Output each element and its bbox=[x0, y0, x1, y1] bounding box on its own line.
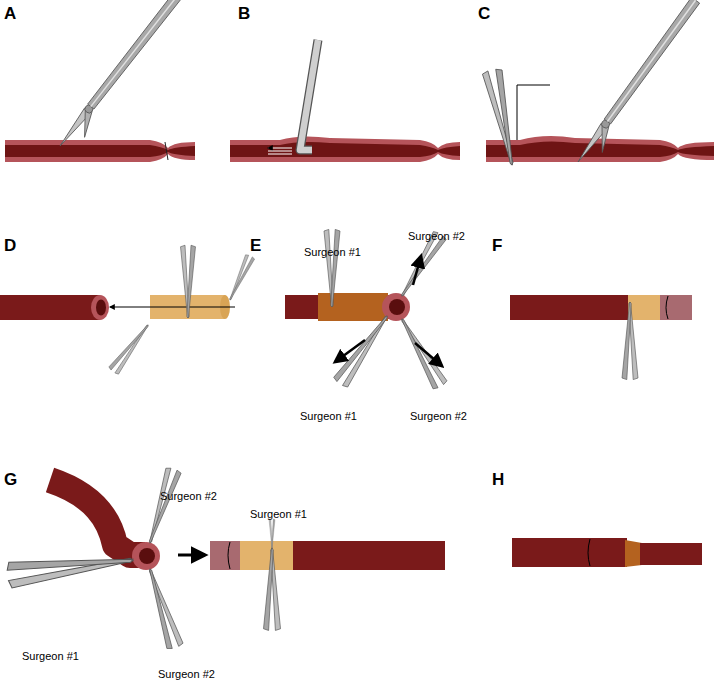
panel-letter: F bbox=[492, 236, 502, 256]
surgeon-label: Surgeon #2 bbox=[160, 490, 217, 502]
panel-letter: C bbox=[478, 4, 490, 24]
surgeon-label: Surgeon #2 bbox=[408, 230, 465, 242]
surgeon-label: Surgeon #1 bbox=[22, 650, 79, 662]
panel-b-art bbox=[230, 40, 460, 162]
panel-h-art bbox=[512, 538, 702, 567]
panel-letter: E bbox=[250, 236, 261, 256]
panel-letter: G bbox=[4, 470, 17, 490]
panel-letter: H bbox=[492, 470, 504, 490]
panel-e-art bbox=[285, 229, 448, 390]
panel-letter: B bbox=[238, 4, 250, 24]
panel-d-art bbox=[0, 245, 255, 375]
panel-c-art bbox=[482, 0, 714, 170]
surgeon-label: Surgeon #2 bbox=[410, 410, 467, 422]
panel-f-art bbox=[510, 295, 692, 380]
surgeon-label: Surgeon #2 bbox=[158, 668, 215, 680]
surgeon-label: Surgeon #1 bbox=[304, 246, 361, 258]
surgeon-label: Surgeon #1 bbox=[250, 508, 307, 520]
panel-g-art bbox=[6, 467, 445, 650]
panel-letter: A bbox=[4, 4, 16, 24]
surgeon-label: Surgeon #1 bbox=[300, 410, 357, 422]
panel-letter: D bbox=[4, 236, 16, 256]
panel-a-art bbox=[5, 0, 195, 162]
